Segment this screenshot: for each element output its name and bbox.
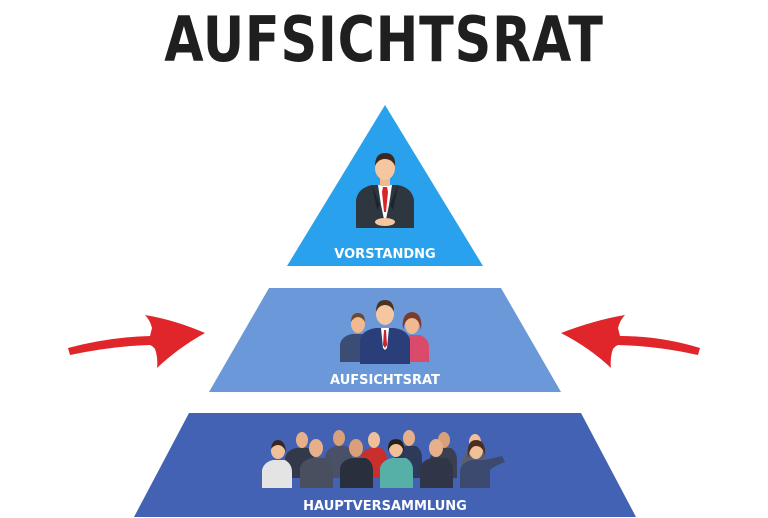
arrow-right-icon [68,315,205,368]
crowd-icon [262,430,505,488]
businessman-icon [356,153,414,228]
label-vorstand: VORSTANDNG [334,247,435,262]
arrow-left-icon [561,315,700,368]
page-title: AUFSICHTSRAT [164,3,604,76]
label-aufsichtsrat: AUFSICHTSRAT [330,373,440,388]
board-group-icon [340,300,429,364]
label-hauptversammlung: HAUPTVERSAMMLUNG [303,499,467,514]
